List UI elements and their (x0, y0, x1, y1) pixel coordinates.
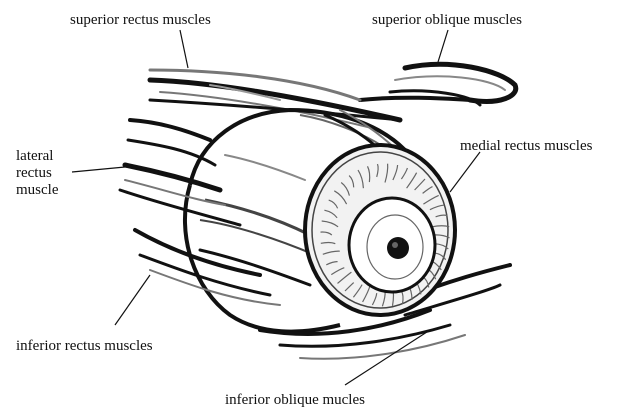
leader-medial-rectus (450, 152, 480, 192)
label-lateral-rectus: lateral rectus muscle (16, 148, 86, 199)
label-inferior-rectus: inferior rectus muscles (16, 338, 153, 355)
label-inferior-oblique: inferior oblique mucles (225, 392, 365, 409)
leader-inferior-rectus (115, 275, 150, 325)
pupil (387, 237, 409, 259)
leader-superior-rectus (180, 30, 188, 68)
lateral-rectus-muscle-drawing (120, 120, 305, 225)
label-lateral-rectus-line1: lateral (16, 148, 86, 165)
inferior-rectus-muscle-drawing (135, 230, 310, 305)
label-superior-rectus: superior rectus muscles (70, 12, 211, 29)
label-superior-oblique: superior oblique muscles (372, 12, 522, 29)
label-lateral-rectus-line2: rectus (16, 165, 86, 182)
label-medial-rectus: medial rectus muscles (460, 138, 592, 155)
label-lateral-rectus-line3: muscle (16, 182, 86, 199)
leader-superior-oblique (438, 30, 448, 62)
